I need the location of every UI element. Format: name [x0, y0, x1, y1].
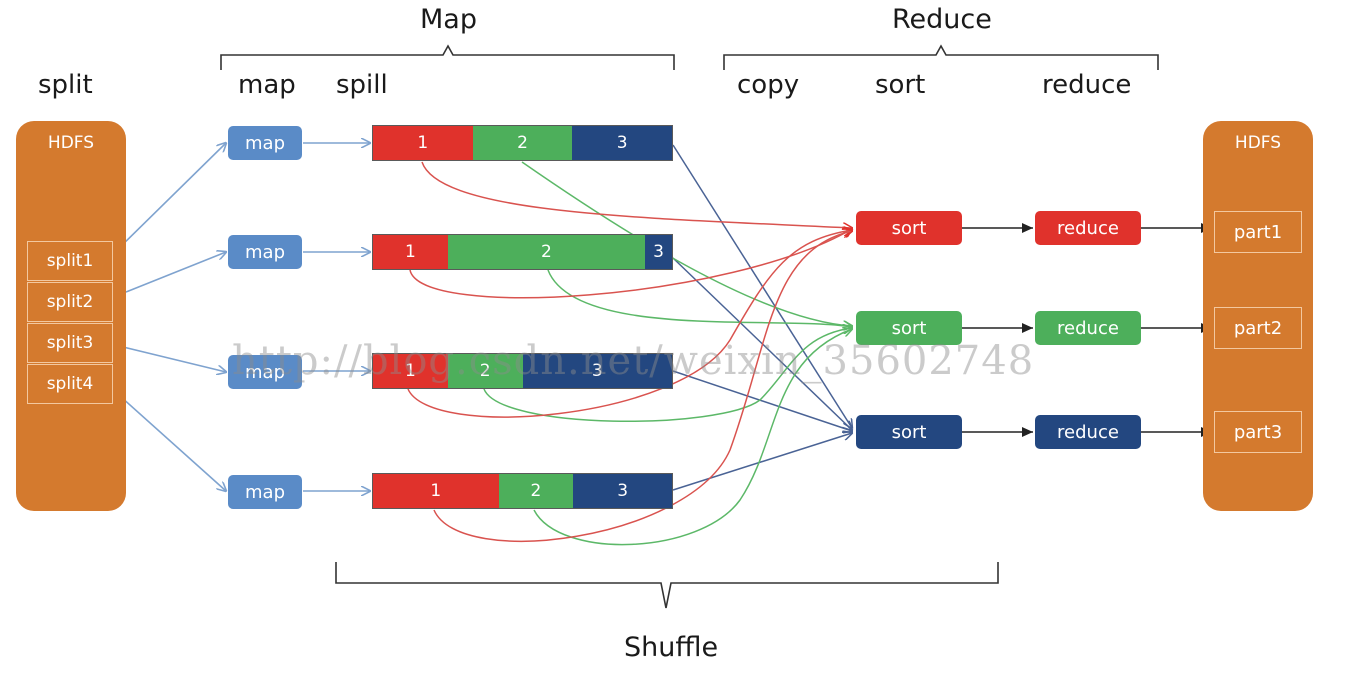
stage-label-sort: sort — [875, 70, 926, 100]
p1-from-spill3 — [407, 230, 852, 418]
output-part-1: part1 — [1214, 211, 1302, 253]
reduce-bracket — [723, 44, 1159, 70]
spill-3-partition-1: 1 — [373, 354, 448, 388]
map-task-4: map — [228, 475, 302, 509]
spill-4-partition-2: 2 — [498, 474, 574, 508]
p3-from-spill4 — [672, 433, 852, 491]
output-part-3: part3 — [1214, 411, 1302, 453]
p2-from-spill4 — [533, 329, 852, 546]
hdfs-input-title: HDFS — [47, 133, 95, 153]
map-task-3: map — [228, 355, 302, 389]
sort-node-3: sort — [856, 415, 962, 449]
stage-label-reduce: reduce — [1042, 70, 1132, 100]
p1-from-spill2 — [409, 229, 852, 299]
p1-from-spill4 — [433, 231, 852, 542]
stage-label-map: map — [238, 70, 296, 100]
spill-4-partition-3: 3 — [573, 474, 672, 508]
spill-2-partition-3: 3 — [645, 235, 672, 269]
reduce-node-1: reduce — [1035, 211, 1141, 245]
spill-2-partition-1: 1 — [373, 235, 448, 269]
map-task-2: map — [228, 235, 302, 269]
split3-to-map3-arrow — [110, 343, 226, 372]
reduce-node-2: reduce — [1035, 311, 1141, 345]
map-task-1: map — [228, 126, 302, 160]
shuffle-header: Shuffle — [624, 632, 719, 663]
shuffle-bracket — [335, 562, 999, 609]
p2-from-spill3 — [483, 328, 852, 423]
split-block-2: split2 — [27, 282, 113, 322]
spill-1-partition-1: 1 — [373, 126, 473, 160]
hdfs-output-title: HDFS — [1234, 133, 1282, 153]
watermark: http://blog.csdn.net/weixin_35602748 — [232, 338, 1035, 384]
spill-4-partition-1: 1 — [373, 474, 499, 508]
stage-label-spill: spill — [336, 70, 388, 100]
split2-to-map2-arrow — [110, 252, 226, 299]
output-part-2: part2 — [1214, 307, 1302, 349]
map-bracket — [220, 44, 675, 70]
spill-3-partition-3: 3 — [522, 354, 672, 388]
spill-2-partition-2: 2 — [447, 235, 646, 269]
p2-from-spill1 — [521, 161, 852, 326]
stage-label-copy: copy — [737, 70, 800, 100]
spill-1-partition-3: 3 — [572, 126, 673, 160]
sort-node-2: sort — [856, 311, 962, 345]
stage-label-split: split — [38, 70, 93, 100]
split-block-3: split3 — [27, 323, 113, 363]
hdfs-input-store: HDFS split1 split2 split3 split4 — [16, 121, 126, 511]
split4-to-map4-arrow — [110, 387, 226, 491]
p1-from-spill1 — [421, 161, 852, 228]
split-block-4: split4 — [27, 364, 113, 404]
p2-from-spill2 — [547, 269, 852, 327]
sort-node-1: sort — [856, 211, 962, 245]
split1-to-map1-arrow — [110, 143, 226, 257]
split-block-1: split1 — [27, 241, 113, 281]
map-header: Map — [420, 4, 477, 35]
spill-3-partition-2: 2 — [447, 354, 523, 388]
hdfs-output-store: HDFS part1 part2 part3 — [1203, 121, 1313, 511]
reduce-node-3: reduce — [1035, 415, 1141, 449]
spill-1-partition-2: 2 — [472, 126, 573, 160]
reduce-header: Reduce — [892, 4, 992, 35]
p3-from-spill3 — [672, 370, 852, 431]
